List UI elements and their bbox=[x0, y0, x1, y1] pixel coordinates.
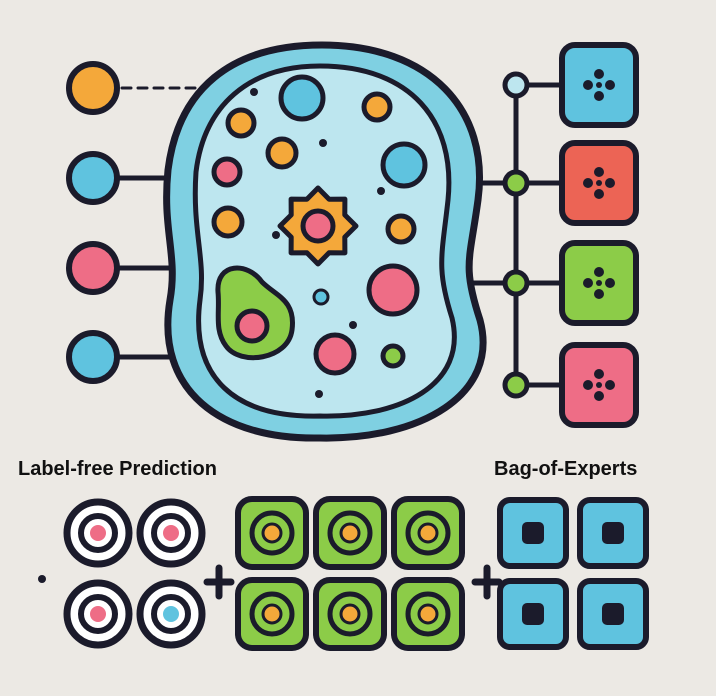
expert-dot bbox=[594, 189, 604, 199]
green-organelle-core bbox=[234, 308, 270, 344]
expert-dot bbox=[605, 380, 615, 390]
bottom-tiles bbox=[38, 496, 649, 651]
green-ring-tile-icon bbox=[235, 496, 309, 570]
ring-core bbox=[163, 525, 179, 541]
blue-node-icon bbox=[66, 151, 120, 205]
nucleus-icon bbox=[277, 185, 359, 267]
organelle-icon bbox=[278, 74, 326, 122]
nucleolus bbox=[300, 208, 336, 244]
green-tile-core bbox=[339, 603, 361, 625]
organelle-icon bbox=[265, 136, 299, 170]
green-tile-core bbox=[261, 522, 283, 544]
expert-dot bbox=[583, 80, 593, 90]
organelle-dot bbox=[250, 88, 258, 96]
green-ring-tile-icon bbox=[313, 496, 387, 570]
expert-dot bbox=[605, 178, 615, 188]
expert-dot bbox=[583, 380, 593, 390]
organelle-icon bbox=[385, 213, 417, 245]
organelle-dot bbox=[377, 187, 385, 195]
organelle-icon bbox=[380, 141, 428, 189]
expert-dot bbox=[596, 180, 602, 186]
plus-icon bbox=[471, 564, 503, 600]
green-ring-tile-icon bbox=[391, 577, 465, 651]
green-tile-core bbox=[417, 522, 439, 544]
expert-dot bbox=[596, 280, 602, 286]
pink-node-icon bbox=[66, 241, 120, 295]
organelle-icon bbox=[313, 332, 357, 376]
pink-expert-icon bbox=[559, 342, 639, 428]
junction-nodes bbox=[502, 71, 530, 399]
ring-core bbox=[90, 525, 106, 541]
blue-square-tile-icon bbox=[577, 578, 649, 650]
expert-dot bbox=[594, 391, 604, 401]
blue-square-tile-icon bbox=[577, 497, 649, 569]
blue-tile-core bbox=[522, 522, 544, 544]
label-free-prediction-label: Label-free Prediction bbox=[18, 458, 217, 480]
organelle-dot bbox=[312, 288, 330, 306]
input-nodes bbox=[66, 61, 120, 384]
green-ring-tile-group bbox=[235, 496, 465, 651]
expert-dot bbox=[594, 69, 604, 79]
organelle-dot bbox=[349, 321, 357, 329]
plus-icon bbox=[203, 564, 235, 600]
junction-node-icon bbox=[502, 169, 530, 197]
organelle-dot bbox=[315, 390, 323, 398]
expert-dot bbox=[596, 82, 602, 88]
organelle-green-blob bbox=[215, 265, 295, 361]
expert-dot bbox=[594, 267, 604, 277]
expert-dot bbox=[583, 178, 593, 188]
green-ring-tile-icon bbox=[391, 496, 465, 570]
green-tile-core bbox=[339, 522, 361, 544]
organelle-icon bbox=[225, 107, 257, 139]
organelle-icon bbox=[211, 156, 243, 188]
organelle-icon bbox=[366, 263, 420, 317]
blue-tile-core bbox=[602, 522, 624, 544]
bag-of-experts-label: Bag-of-Experts bbox=[494, 458, 638, 480]
expert-dot bbox=[605, 278, 615, 288]
blue-expert-icon bbox=[559, 42, 639, 128]
blue-tile-core bbox=[522, 603, 544, 625]
expert-boxes bbox=[559, 42, 639, 428]
blue-square-tile-icon bbox=[497, 578, 569, 650]
white-ring-tile-icon bbox=[136, 579, 206, 649]
blue-tile-core bbox=[602, 603, 624, 625]
expert-dot bbox=[583, 278, 593, 288]
organelle-dot bbox=[319, 139, 327, 147]
expert-dot bbox=[594, 91, 604, 101]
junction-node-icon bbox=[502, 71, 530, 99]
cell-icon bbox=[163, 41, 487, 442]
green-tile-core bbox=[417, 603, 439, 625]
organelle-icon bbox=[361, 91, 393, 123]
stray-dot bbox=[38, 575, 46, 583]
organelle-icon bbox=[380, 343, 406, 369]
blue-node-icon bbox=[66, 330, 120, 384]
expert-dot bbox=[596, 382, 602, 388]
ring-core bbox=[163, 606, 179, 622]
blue-square-tile-icon bbox=[497, 497, 569, 569]
orange-node-icon bbox=[66, 61, 120, 115]
junction-node-icon bbox=[502, 371, 530, 399]
white-ring-tile-icon bbox=[136, 498, 206, 568]
green-tile-core bbox=[261, 603, 283, 625]
expert-dot bbox=[594, 167, 604, 177]
expert-dot bbox=[594, 289, 604, 299]
organelle-icon bbox=[211, 205, 245, 239]
green-ring-tile-icon bbox=[313, 577, 387, 651]
white-ring-tile-icon bbox=[63, 579, 133, 649]
white-ring-tile-icon bbox=[63, 498, 133, 568]
ring-core bbox=[90, 606, 106, 622]
green-expert-icon bbox=[559, 240, 639, 326]
junction-node-icon bbox=[502, 269, 530, 297]
red-expert-icon bbox=[559, 140, 639, 226]
expert-dot bbox=[605, 80, 615, 90]
organelle-dot bbox=[272, 231, 280, 239]
green-ring-tile-icon bbox=[235, 577, 309, 651]
blue-square-tile-group bbox=[497, 497, 649, 650]
expert-dot bbox=[594, 369, 604, 379]
white-ring-tile-group bbox=[63, 498, 206, 649]
plus-signs bbox=[203, 564, 503, 600]
